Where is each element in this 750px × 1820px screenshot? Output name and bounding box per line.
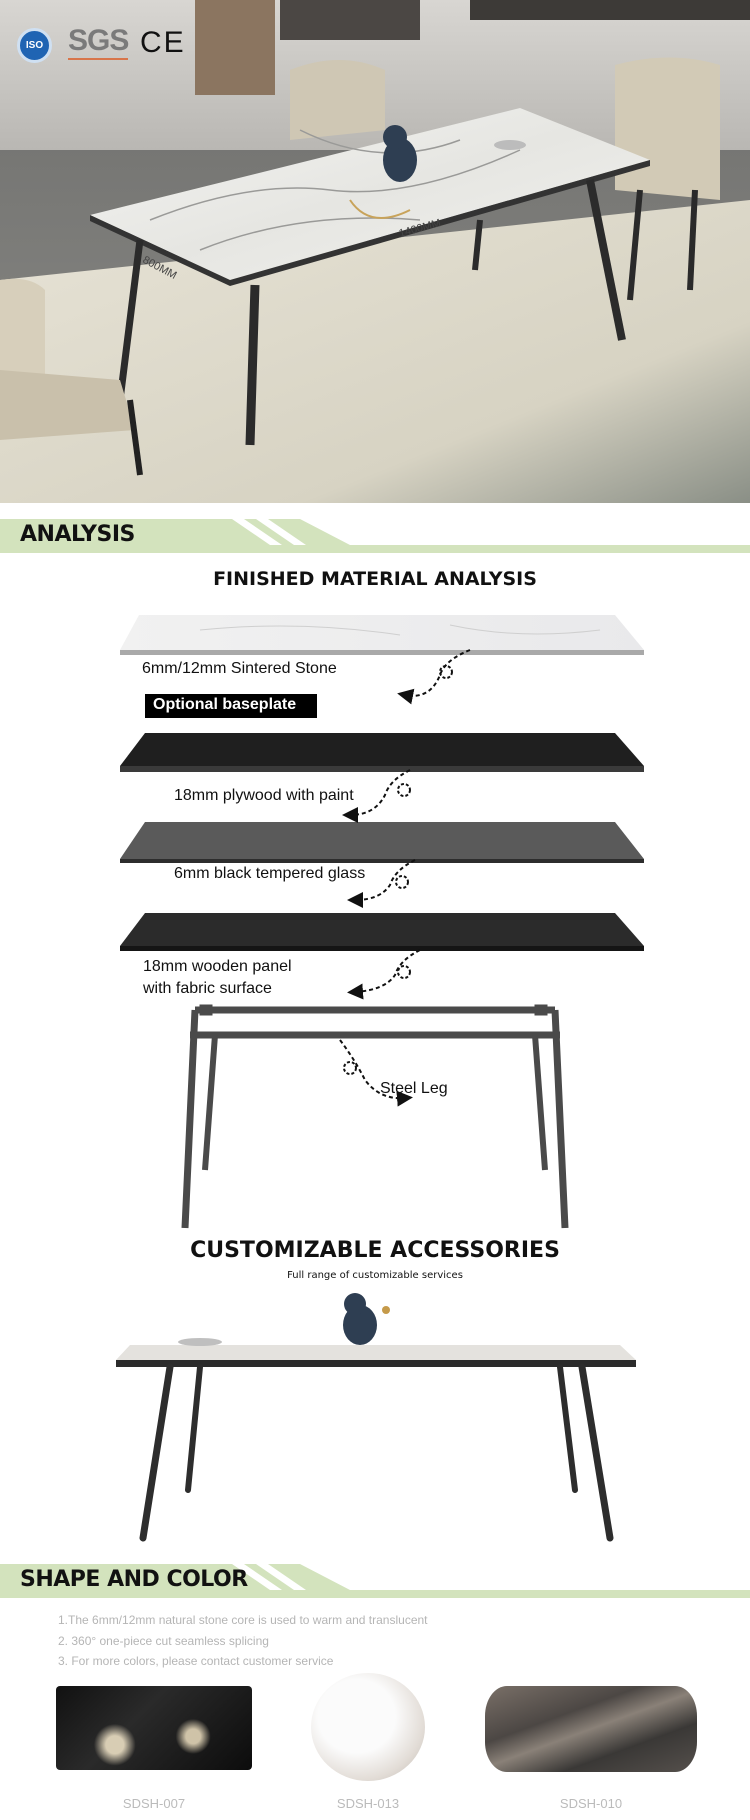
table-product-image	[116, 1293, 636, 1542]
plywood-label: 18mm plywood with paint	[174, 787, 354, 804]
glass-label: 6mm black tempered glass	[174, 865, 366, 882]
swatch-sdsh-010[interactable]	[485, 1686, 697, 1772]
accessories-title: CUSTOMIZABLE ACCESSORIES	[190, 1238, 560, 1263]
analysis-title: FINISHED MATERIAL ANALYSIS	[213, 568, 537, 590]
swatch-sdsh-013[interactable]	[311, 1673, 425, 1781]
swatch-label-007: SDSH-007	[122, 1796, 186, 1811]
iso-logo: ISO	[17, 28, 52, 63]
swatch-sdsh-007[interactable]	[56, 1686, 252, 1770]
shape-color-banner: SHAPE AND COLOR	[0, 1564, 750, 1598]
layers-diagram	[120, 615, 644, 1229]
pointer-arrows	[339, 649, 471, 1107]
analysis-banner: ANALYSIS	[0, 519, 750, 553]
panel-label-1: 18mm wooden panel	[143, 958, 292, 975]
panel-label-2: with fabric surface	[143, 980, 272, 997]
sintered-stone-layer	[120, 615, 644, 655]
note-1: 1.The 6mm/12mm natural stone core is use…	[58, 1613, 428, 1627]
optional-baseplate-badge: Optional baseplate	[145, 694, 317, 718]
shape-color-heading: SHAPE AND COLOR	[20, 1567, 248, 1592]
note-2: 2. 360° one-piece cut seamless splicing	[58, 1634, 269, 1648]
accessories-subtitle: Full range of customizable services	[287, 1270, 463, 1281]
steel-leg-label: Steel Leg	[380, 1080, 448, 1097]
hero-image: 800MM 1400MM ISO SGS CE	[0, 0, 750, 503]
stone-label: 6mm/12mm Sintered Stone	[142, 660, 337, 677]
swatch-label-013: SDSH-013	[336, 1796, 400, 1811]
swatch-label-010: SDSH-010	[559, 1796, 623, 1811]
sgs-logo: SGS	[68, 24, 129, 60]
fabric-panel-layer	[120, 913, 644, 951]
note-3: 3. For more colors, please contact custo…	[58, 1654, 334, 1668]
glass-layer	[120, 822, 644, 863]
plywood-layer	[120, 733, 644, 772]
ce-logo: CE	[140, 26, 186, 59]
steel-frame	[181, 1004, 569, 1229]
analysis-heading: ANALYSIS	[20, 522, 135, 547]
